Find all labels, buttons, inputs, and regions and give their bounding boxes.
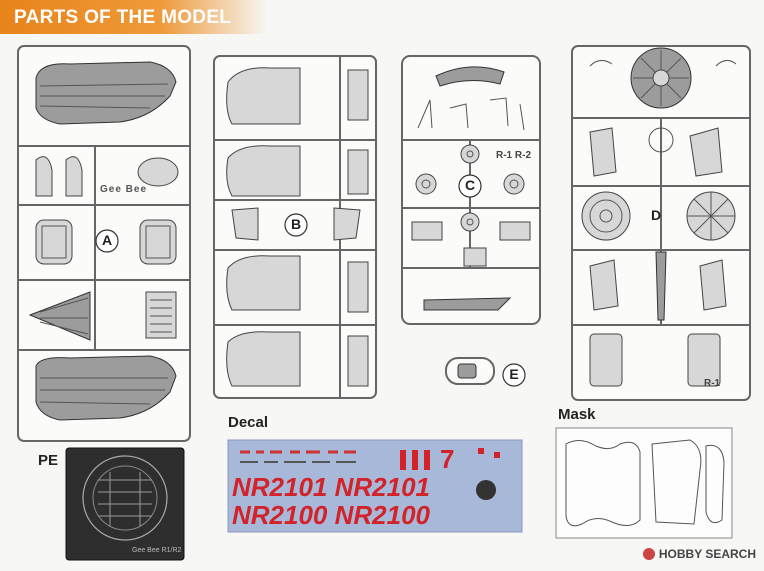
pe-fret [65, 447, 185, 561]
sprue-label-e: E [509, 366, 519, 382]
watermark-text: HOBBY SEARCH [658, 547, 756, 561]
sprue-d-lettering: R-1 [704, 378, 721, 389]
watermark-logo-icon [642, 548, 655, 560]
decal-registration-2: NR2100 NR2100 [232, 500, 431, 530]
sprue-label-b: B [290, 216, 302, 232]
decal-registration-1: NR2101 NR2101 [232, 472, 431, 502]
mask-header: Mask [558, 406, 596, 423]
mask-sheet [555, 427, 733, 539]
page-title: PARTS OF THE MODEL [14, 7, 232, 28]
sprue-a [17, 45, 191, 442]
section-banner: PARTS OF THE MODEL [0, 0, 268, 34]
sprue-a-lettering: Gee Bee [100, 184, 148, 195]
sprue-label-d: D [650, 207, 662, 223]
pe-caption: Gee Bee R1/R2 [132, 547, 182, 554]
decal-header: Decal [228, 414, 269, 431]
sprue-c [401, 55, 541, 387]
sprue-label-c: C [464, 177, 476, 193]
decal-numeral: 7 [440, 444, 455, 474]
pe-header: PE [38, 452, 59, 469]
sprue-c-lettering: R-1 R-2 [496, 150, 532, 161]
watermark: HOBBY SEARCH [642, 547, 756, 561]
sprue-d [571, 45, 751, 401]
sprue-label-a: A [101, 232, 113, 248]
decal-sheet [227, 439, 523, 533]
sprue-b [213, 55, 377, 399]
